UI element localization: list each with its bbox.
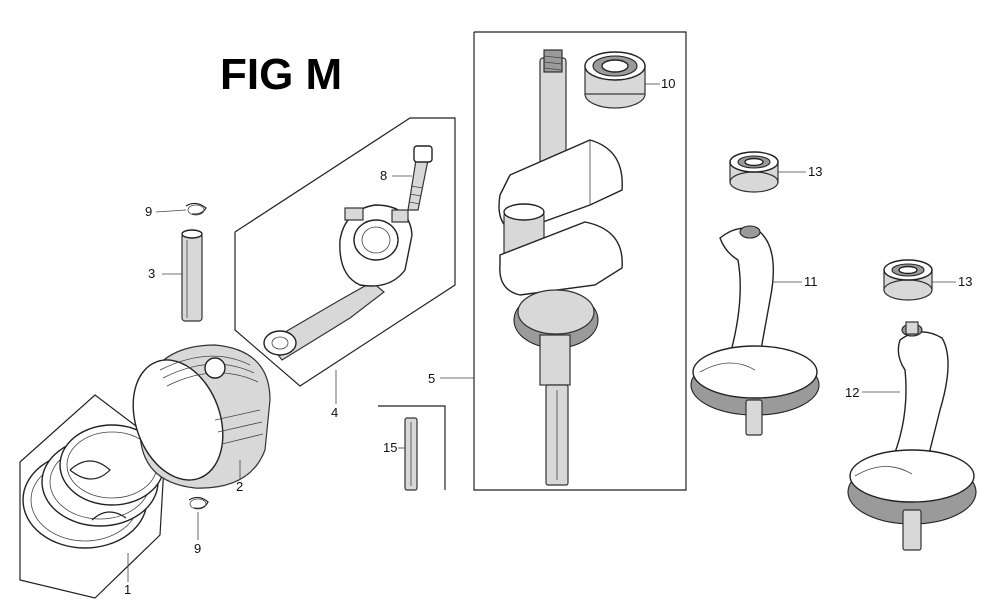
- key-pin: [378, 405, 446, 491]
- callout-pin-clip-bottom: 9: [194, 541, 202, 556]
- callout-pin-clip-top: 9: [145, 204, 153, 219]
- callout-balancer-bearing-b: 13: [958, 274, 973, 289]
- callout-piston: 2: [236, 479, 244, 494]
- callout-crank-bearing: 10: [661, 76, 676, 91]
- balancer-shaft-b: [847, 321, 977, 551]
- pin-clip-top: [185, 202, 207, 216]
- leader-lines: [127, 83, 956, 582]
- callout-balancer-b: 12: [845, 385, 860, 400]
- piston: [132, 344, 271, 489]
- balancer-bearing-a: [729, 151, 779, 193]
- callout-balancer-a: 11: [804, 274, 818, 289]
- balancer-bearing-b: [883, 259, 933, 301]
- callout-rod-bolt: 8: [380, 168, 388, 183]
- crankshaft: [473, 31, 687, 491]
- pin-clip-bottom: [188, 496, 209, 510]
- callout-ring-set: 1: [124, 582, 132, 597]
- rod-bolt: [407, 145, 433, 211]
- piston-ring-set: [19, 394, 166, 599]
- crank-bearing: [584, 51, 646, 109]
- callout-key-pin: 15: [383, 440, 398, 455]
- callout-crankshaft: 5: [428, 371, 436, 386]
- callout-connecting-rod: 4: [331, 405, 339, 420]
- piston-pin: [181, 229, 203, 322]
- callout-balancer-bearing-a: 13: [808, 164, 823, 179]
- balancer-shaft-a: [690, 225, 820, 436]
- figure-title: FIG M: [220, 50, 343, 99]
- connecting-rod: [234, 117, 456, 387]
- callout-piston-pin: 3: [148, 266, 156, 281]
